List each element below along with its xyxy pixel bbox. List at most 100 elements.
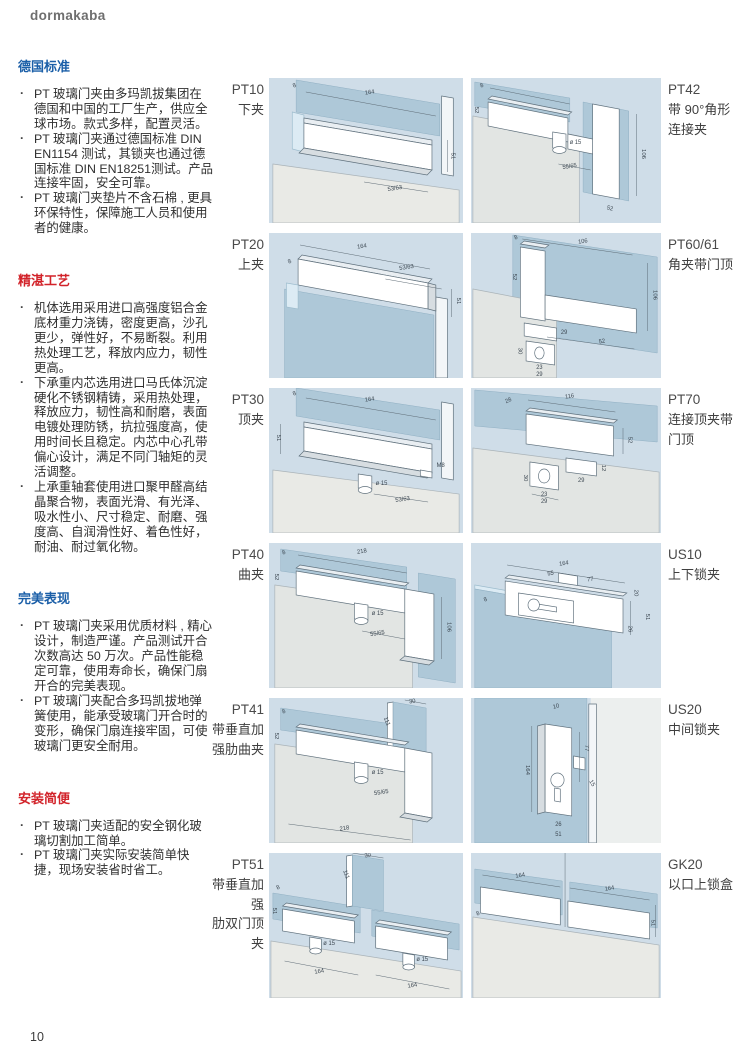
bullet-text: PT 玻璃门夹配合多玛凯拔地弹簧使用，能承受玻璃门开合时的变形，确保门扇连接牢固… bbox=[34, 694, 208, 753]
dimension-label: 53/63 bbox=[395, 496, 411, 504]
dimension-label: 26 bbox=[627, 626, 633, 633]
dimension-label: 12 bbox=[600, 465, 606, 472]
dimension-label: ø 15 bbox=[570, 140, 581, 146]
bullet-item: · PT 玻璃门夹通过德国标准 DIN EN1154 测试，其锁夹也通过德国标准 … bbox=[18, 130, 214, 192]
panel-gap bbox=[463, 853, 471, 998]
dimension-label: 53/63 bbox=[387, 185, 403, 193]
dimension-label: 51 bbox=[644, 614, 650, 621]
dimension-label: 29 bbox=[561, 330, 567, 336]
dimension-label: 106 bbox=[446, 622, 452, 633]
dimension-label: 164 bbox=[407, 982, 418, 990]
bullet-marker: · bbox=[20, 86, 25, 100]
bullet-item: ·PT 玻璃门夹实际安装简单快捷，现场安装省时省工。 bbox=[18, 847, 214, 878]
product-code: PT51 bbox=[231, 857, 264, 872]
bullet-item: ·PT 玻璃门夹采用优质材料 , 精心设计，制造严谨。产品测试开合次数高达 50… bbox=[18, 618, 214, 694]
product-name: 带 90°角形 连接夹 bbox=[668, 102, 731, 137]
product-code: PT70 bbox=[668, 392, 701, 407]
dimension-label: 164 bbox=[559, 560, 570, 568]
dimension-label: 29 bbox=[541, 499, 547, 505]
dimension-label: 52 bbox=[598, 338, 605, 345]
text-section: 完美表现 ·PT 玻璃门夹采用优质材料 , 精心设计，制造严谨。产品测试开合次数高… bbox=[18, 588, 214, 753]
dimension-label: 8 bbox=[281, 549, 287, 556]
dimension-label: 52 bbox=[627, 437, 633, 444]
product-name: 曲夹 bbox=[237, 567, 264, 583]
dimension-label: M8 bbox=[437, 463, 446, 469]
dimension-label: 55 bbox=[547, 570, 554, 577]
dimension-label: 111 bbox=[341, 869, 350, 880]
dimension-label: 164 bbox=[515, 872, 526, 880]
text-section: 德国标准·PT 玻璃门夹由多玛凯拔集团在德国和中国的工厂生产，供应全球市场。款式… bbox=[18, 56, 214, 236]
bullet-marker: · bbox=[20, 130, 25, 145]
dimension-label: 164 bbox=[357, 243, 368, 251]
text-section: 精湛工艺·机体选用采用进口高强度铝合金底材重力浇铸，密度更高，沙孔更少，弹性好，… bbox=[18, 270, 214, 554]
dimension-label: 20 bbox=[632, 590, 638, 597]
dimension-label: 8 bbox=[479, 83, 484, 90]
product-name: 带垂直加强 肋双门顶夹 bbox=[211, 877, 264, 951]
dimension-label: 106 bbox=[640, 149, 646, 159]
dimension-label: 52 bbox=[273, 733, 279, 740]
bullet-text: 上承重轴套使用进口聚甲醛高结晶聚合物，表面光滑、有光泽、吸水性小、尺寸稳定、耐磨… bbox=[34, 479, 208, 554]
text-section: 安装简便·PT 玻璃门夹适配的安全钢化玻璃切割加工简单。·PT 玻璃门夹实际安装… bbox=[18, 788, 214, 879]
dimension-label: 26 bbox=[555, 822, 561, 828]
panel-gap bbox=[463, 233, 471, 378]
dimension-label: 51 bbox=[271, 908, 277, 915]
dimension-label: 52 bbox=[606, 205, 613, 212]
dimension-label: 30 bbox=[522, 475, 528, 482]
bullet-marker: · bbox=[20, 817, 25, 832]
product-name: 上下锁夹 bbox=[668, 567, 721, 583]
product-label-PT60-61: PT60/61 角夹带门顶 bbox=[661, 233, 750, 378]
bullet-item: ·上承重轴套使用进口聚甲醛高结晶聚合物，表面光滑、有光泽、吸水性小、尺寸稳定、耐… bbox=[18, 479, 214, 555]
product-name: 以口上锁盒 bbox=[668, 877, 734, 893]
product-code: PT60/61 bbox=[668, 237, 720, 252]
product-name: 顶夹 bbox=[237, 412, 264, 428]
bullet-text: 机体选用采用进口高强度铝合金底材重力浇铸，密度更高，沙孔更少，弹性好，不易断裂。… bbox=[34, 301, 208, 375]
product-code: US10 bbox=[668, 547, 702, 562]
dimension-label: ø 15 bbox=[416, 957, 428, 963]
dimension-label: 106 bbox=[651, 290, 657, 300]
dimension-label: 164 bbox=[364, 396, 375, 404]
dimension-label: 8 bbox=[276, 884, 282, 891]
dimension-label: 23 bbox=[536, 365, 542, 371]
dimension-label: 28 bbox=[504, 397, 512, 405]
bullet-item: · PT 玻璃门夹适配的安全钢化玻璃切割加工简单。 bbox=[18, 817, 214, 849]
product-label-US10: US10 上下锁夹 bbox=[661, 543, 750, 688]
dimension-label: ø 15 bbox=[372, 611, 384, 617]
product-label-PT51: PT51 带垂直加强 肋双门顶夹 bbox=[204, 853, 269, 998]
bullet-text: 下承重内芯选用进口马氏体沉淀硬化不锈钢精铸，采用热处理，释放应力，韧性高和耐磨，… bbox=[34, 375, 208, 480]
bullet-marker: · bbox=[20, 693, 25, 707]
dimension-label: 30 bbox=[409, 698, 417, 705]
dimension-label: 30 bbox=[364, 853, 372, 859]
bullet-text: PT 玻璃门夹适配的安全钢化玻璃切割加工简单。 bbox=[34, 818, 202, 848]
dimension-label: 52 bbox=[511, 274, 517, 281]
product-name: 连接顶夹带 门顶 bbox=[668, 412, 734, 447]
bullet-text: PT 玻璃门夹通过德国标准 DIN EN1154 测试，其锁夹也通过德国标准 D… bbox=[34, 131, 214, 191]
dimension-label: 77 bbox=[587, 576, 594, 583]
dimension-label: 29 bbox=[536, 372, 542, 378]
dimension-label: 77 bbox=[583, 745, 589, 752]
product-name: 上夹 bbox=[237, 257, 264, 273]
dimension-label: ø 15 bbox=[376, 481, 388, 487]
dimension-label: ø 15 bbox=[372, 770, 384, 776]
section-heading: 完美表现 bbox=[18, 591, 71, 607]
product-name: 角夹带门顶 bbox=[668, 257, 734, 273]
section-heading: 精湛工艺 bbox=[18, 273, 71, 289]
product-label-PT20: PT20 上夹 bbox=[204, 233, 269, 378]
dimension-label: ø 15 bbox=[323, 941, 335, 947]
product-code: PT20 bbox=[231, 237, 264, 252]
dimension-label: 8 bbox=[476, 911, 481, 918]
dimension-label: 8 bbox=[281, 708, 287, 715]
